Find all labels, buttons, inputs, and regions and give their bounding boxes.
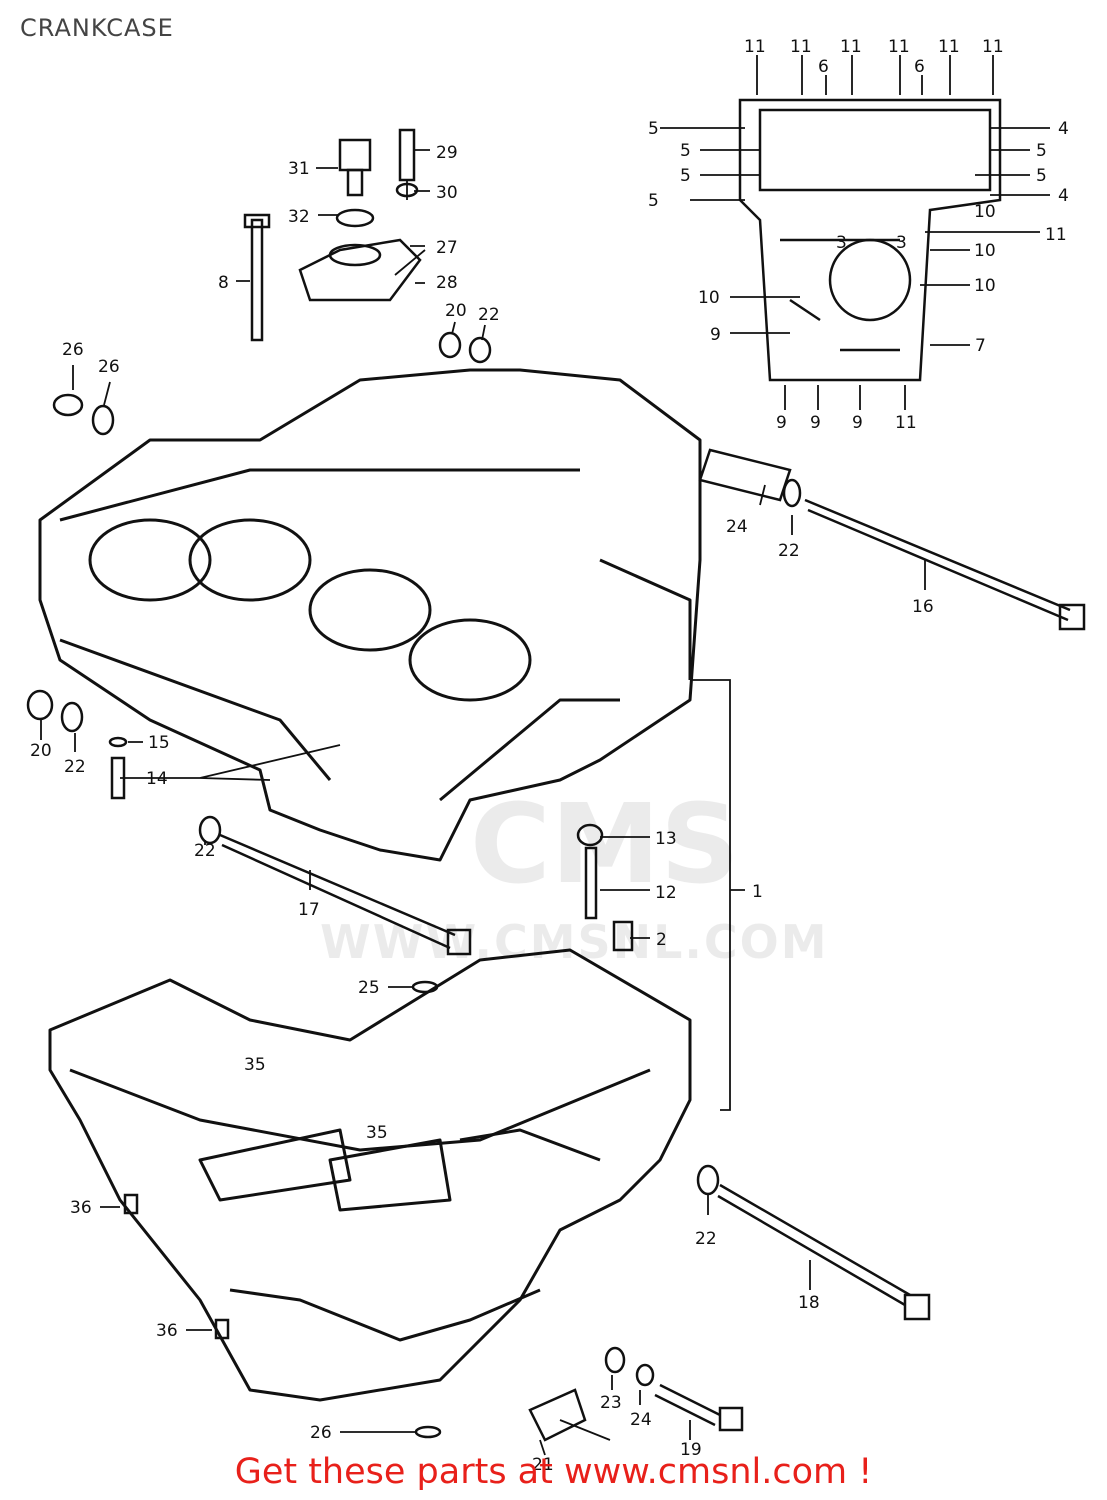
callout-1: 1 [752, 882, 763, 902]
lower-crankcase [48, 948, 692, 1402]
callout-18: 18 [798, 1293, 820, 1313]
callout-9: 9 [710, 325, 721, 345]
callout-24: 24 [630, 1410, 652, 1430]
callout-10: 10 [974, 241, 996, 261]
callout-5: 5 [648, 119, 659, 139]
callout-34: 32 [288, 207, 310, 227]
watermark-logo: CMS [470, 780, 740, 908]
callout-26: 25 [358, 978, 380, 998]
callout-4: 4 [1058, 186, 1069, 206]
callout-11: 11 [888, 37, 910, 57]
callout-27: 26 [62, 340, 84, 360]
callout-31: 29 [436, 143, 458, 163]
callout-29: 27 [436, 238, 458, 258]
callout-11: 11 [1045, 225, 1067, 245]
callout-5: 5 [680, 166, 691, 186]
footer-call-to-action[interactable]: Get these parts at www.cmsnl.com ! [234, 1452, 873, 1492]
callout-20: 20 [445, 301, 467, 321]
upper-crankcase [38, 368, 702, 862]
callout-22: 22 [695, 1229, 717, 1249]
callout-10: 10 [974, 276, 996, 296]
callout-23: 23 [600, 1393, 622, 1413]
callout-11: 11 [744, 37, 766, 57]
callout-5: 5 [680, 141, 691, 161]
callout-25: 24 [726, 517, 748, 537]
leader-lines [40, 55, 1050, 1456]
callout-7: 7 [975, 336, 986, 356]
callout-3: 3 [836, 233, 847, 253]
callout-5: 5 [1036, 141, 1047, 161]
callout-36: 36 [70, 1198, 92, 1218]
callout-9: 9 [776, 413, 787, 433]
callout-12: 12 [655, 883, 677, 903]
callout-21: 21 [532, 1455, 554, 1475]
callout-9: 9 [852, 413, 863, 433]
callout-labels: 31 29 30 32 27 28 8 20 22 26 26 24 22 16… [30, 37, 1069, 1475]
oil-pan-view [738, 98, 1002, 382]
page-title: CRANKCASE [20, 14, 174, 42]
callout-10: 10 [974, 202, 996, 222]
callout-36: 36 [156, 1321, 178, 1341]
hardware-parts [26, 128, 1086, 1442]
callout-13: 13 [655, 829, 677, 849]
callout-32: 30 [436, 183, 458, 203]
callout-20: 20 [30, 741, 52, 761]
callout-15: 15 [148, 733, 170, 753]
callout-11: 11 [790, 37, 812, 57]
callout-2: 2 [656, 930, 667, 950]
callout-10: 10 [698, 288, 720, 308]
callout-17: 17 [298, 900, 320, 920]
callout-19: 19 [680, 1440, 702, 1460]
callout-3: 3 [896, 233, 907, 253]
callout-22: 22 [478, 305, 500, 325]
callout-16: 16 [912, 597, 934, 617]
callout-22: 22 [64, 757, 86, 777]
callout-35: 35 [366, 1123, 388, 1143]
callout-6: 6 [914, 57, 925, 77]
callout-6: 6 [818, 57, 829, 77]
callout-14: 14 [146, 769, 168, 789]
callout-8: 8 [218, 273, 229, 293]
callout-30: 28 [436, 273, 458, 293]
callout-22: 22 [194, 841, 216, 861]
callout-11: 11 [840, 37, 862, 57]
callout-28: 26 [98, 357, 120, 377]
watermark-text: WWW.CMSNL.COM [320, 915, 829, 969]
callout-26: 26 [310, 1423, 332, 1443]
callout-11: 11 [938, 37, 960, 57]
callout-33: 31 [288, 159, 310, 179]
callout-4: 4 [1058, 119, 1069, 139]
callout-9: 9 [810, 413, 821, 433]
callout-11: 11 [895, 413, 917, 433]
callout-35: 35 [244, 1055, 266, 1075]
callout-11: 11 [982, 37, 1004, 57]
callout-22: 22 [778, 541, 800, 561]
callout-5: 5 [648, 191, 659, 211]
callout-5: 5 [1036, 166, 1047, 186]
